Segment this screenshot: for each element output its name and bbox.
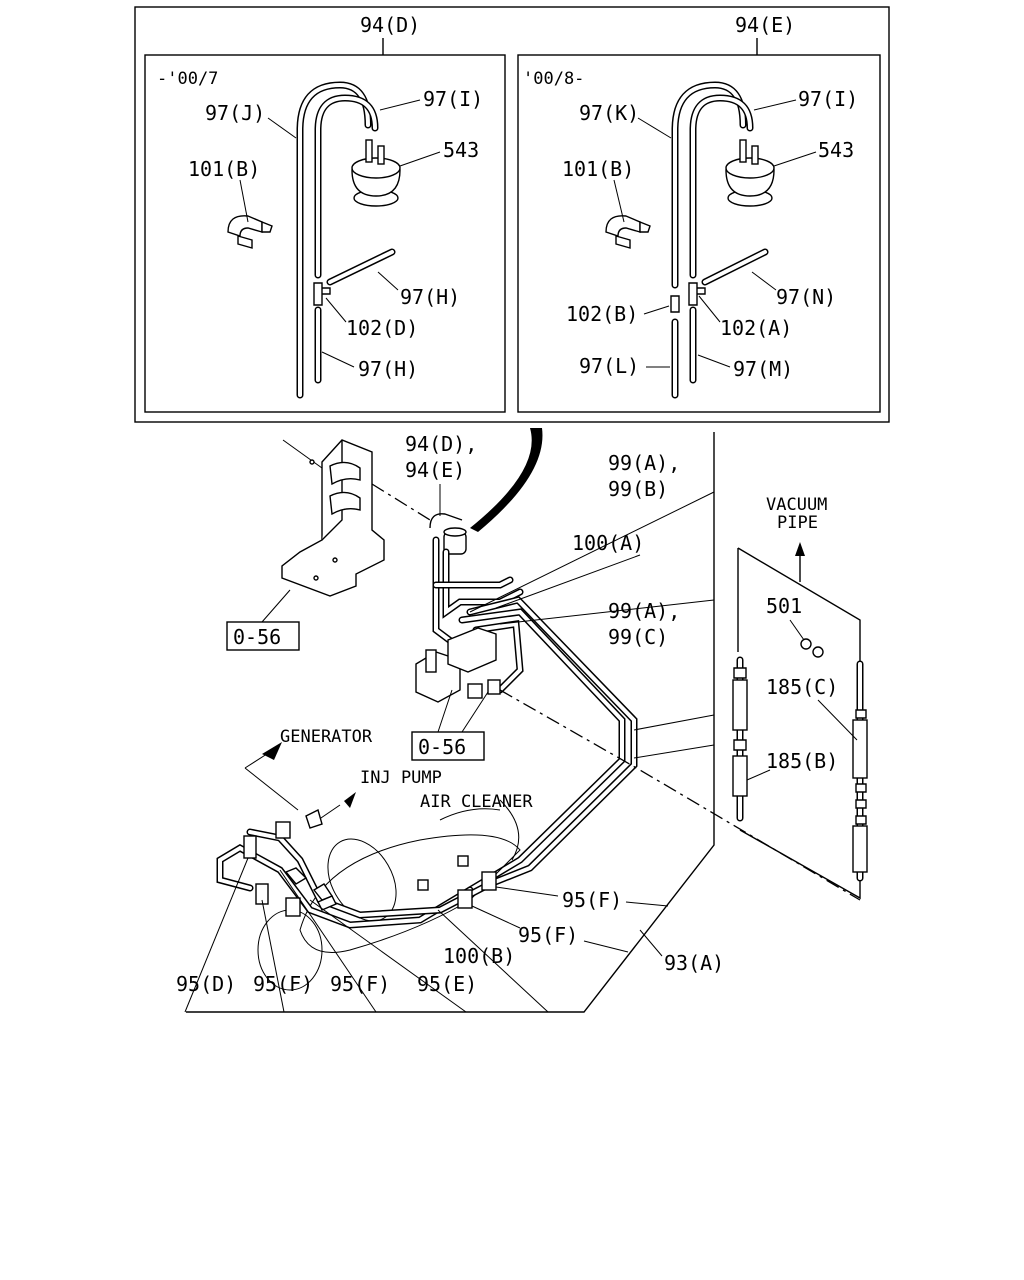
inset-left-title: 94(D): [360, 13, 420, 37]
label-air-cleaner: AIR CLEANER: [420, 792, 533, 812]
label-185b: 185(B): [766, 749, 838, 773]
label-99b: 99(B): [608, 477, 668, 501]
hose-97j: [296, 81, 372, 399]
label-501: 501: [766, 594, 802, 618]
label-97i-left: 97(I): [423, 87, 483, 111]
inset-right-94e: 94(E) '00/8-: [517, 13, 881, 413]
valve-on-assembly: [429, 513, 467, 555]
label-97h-branch: 97(H): [400, 285, 460, 309]
clip-101b-left: [227, 215, 273, 249]
clip-101b-right: [605, 215, 651, 249]
inset-right-date-range: '00/8-: [523, 69, 584, 89]
inset-right-frame: [517, 54, 881, 413]
label-99c: 99(C): [608, 625, 668, 649]
label-102d: 102(D): [346, 316, 418, 340]
label-97j: 97(J): [205, 101, 265, 125]
label-pipe: PIPE: [777, 513, 818, 533]
label-97i-right: 97(I): [798, 87, 858, 111]
label-95f-b: 95(F): [518, 923, 578, 947]
label-vacuum: VACUUM: [766, 495, 827, 515]
solenoid-valve-block: [415, 627, 501, 703]
label-97k: 97(K): [579, 101, 639, 125]
assembly-frame: [186, 432, 715, 1013]
label-95d: 95(D): [176, 972, 236, 996]
label-generator: GENERATOR: [280, 727, 373, 747]
label-101b-left: 101(B): [188, 157, 260, 181]
label-99a-top: 99(A),: [608, 451, 680, 475]
label-inj-pump: INJ PUMP: [360, 768, 442, 788]
label-95f-c: 95(F): [253, 972, 313, 996]
ref-box-mid: [411, 731, 485, 761]
ref-box-top: [226, 621, 300, 651]
label-101b-right: 101(B): [562, 157, 634, 181]
vacuum-pipe-assembly: [732, 547, 868, 900]
label-102a: 102(A): [720, 316, 792, 340]
label-93a: 93(A): [664, 951, 724, 975]
label-97m: 97(M): [733, 357, 793, 381]
label-97h-bottom: 97(H): [358, 357, 418, 381]
label-94d-main: 94(D),: [405, 432, 477, 456]
label-99a-mid: 99(A),: [608, 599, 680, 623]
mounting-bracket: [281, 439, 385, 597]
inset-left-frame: [144, 54, 506, 413]
inset-left-94d: 94(D) -'00/7: [144, 13, 506, 413]
label-100b: 100(B): [443, 944, 515, 968]
inset-frame: [134, 6, 890, 423]
label-543-left: 543: [443, 138, 479, 162]
ref-box-mid-label: 0-56: [418, 735, 466, 759]
valve-543-right: [725, 139, 775, 207]
label-97n: 97(N): [776, 285, 836, 309]
label-102b: 102(B): [566, 302, 638, 326]
inset-right-title: 94(E): [735, 13, 795, 37]
ref-box-top-label: 0-56: [233, 625, 281, 649]
label-100a: 100(A): [572, 531, 644, 555]
clips-lower: [243, 821, 497, 917]
connector-102d: [313, 282, 331, 306]
label-543-right: 543: [818, 138, 854, 162]
label-95f-d: 95(F): [330, 972, 390, 996]
label-185c: 185(C): [766, 675, 838, 699]
label-97l: 97(L): [579, 354, 639, 378]
inset-pointer-arrow: [470, 428, 543, 532]
label-95f-a: 95(F): [562, 888, 622, 912]
label-95e: 95(E): [417, 972, 477, 996]
valve-543-left: [351, 139, 401, 207]
label-94e-main: 94(E): [405, 458, 465, 482]
connector-102a: [688, 282, 706, 306]
inset-left-date-range: -'00/7: [157, 69, 218, 89]
connector-102b: [670, 295, 680, 313]
